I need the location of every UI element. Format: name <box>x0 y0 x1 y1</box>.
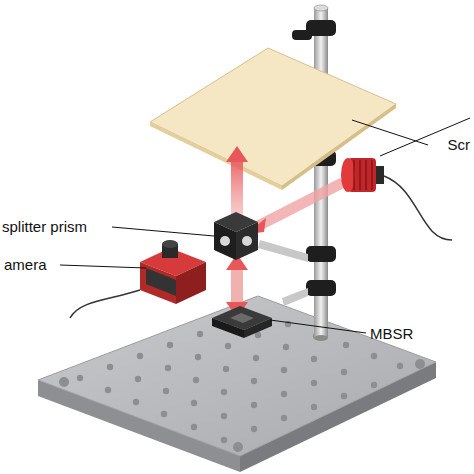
mbsr-mount <box>212 306 272 338</box>
part-label: MBSR <box>370 325 413 343</box>
part-label: amera <box>4 256 47 274</box>
part-label: splitter prism <box>2 218 87 236</box>
breadboard <box>38 296 436 472</box>
camera <box>70 240 206 318</box>
beam-splitter-cube <box>214 212 258 260</box>
leader-lines <box>60 120 428 333</box>
light-source <box>341 118 470 240</box>
part-label: Scr <box>448 136 471 154</box>
light-beams <box>226 146 348 318</box>
